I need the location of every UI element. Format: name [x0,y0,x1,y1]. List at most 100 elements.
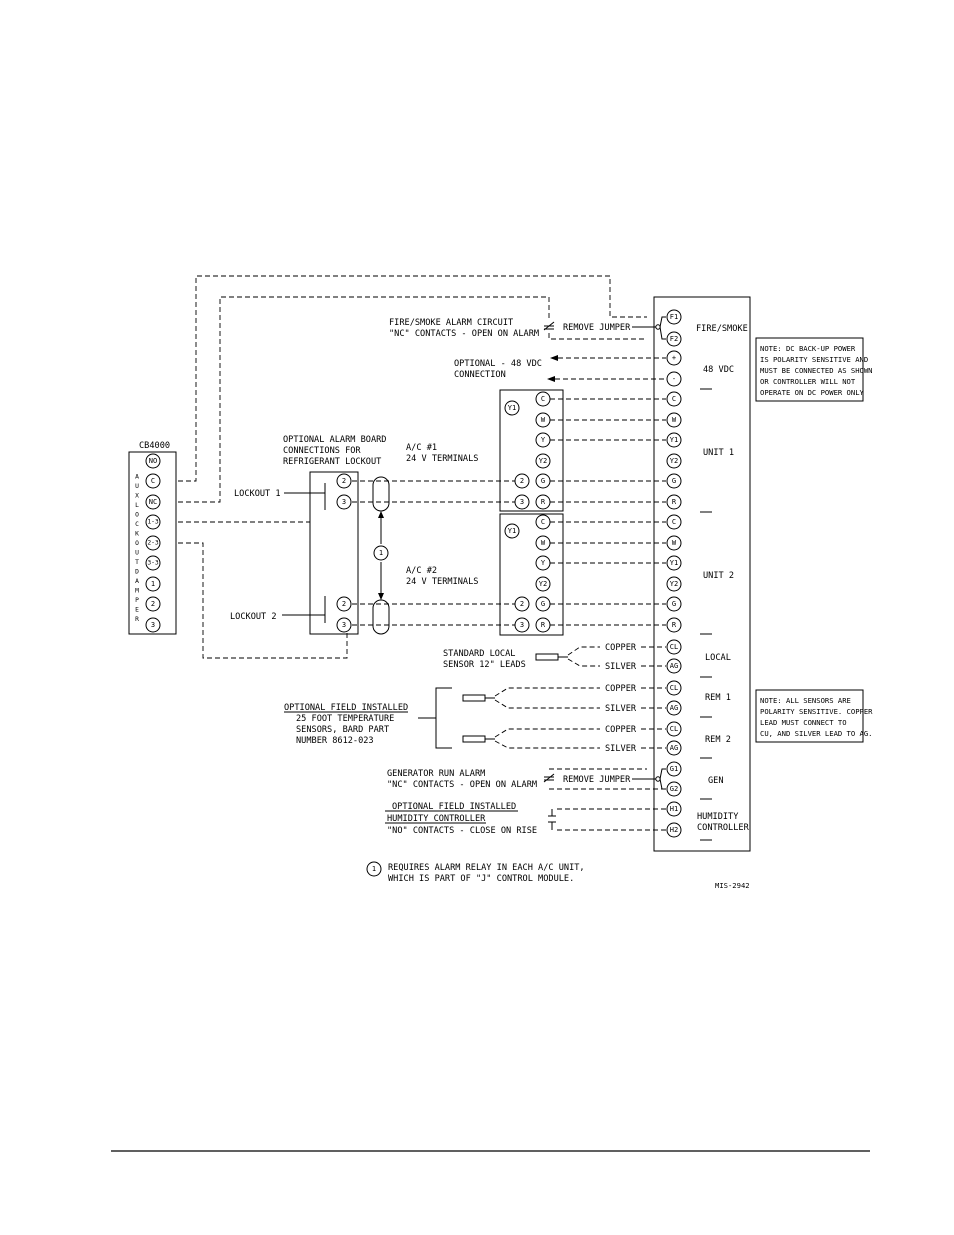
controller-terminal-label: + [672,354,676,362]
controller-terminal-circle [666,309,682,325]
ac1-label-2: 24 V TERMINALS [406,454,478,464]
arrow-48vdc-plus [550,355,558,361]
dc-note-line-5: OPERATE ON DC POWER ONLY [760,388,865,397]
cb4000-terminal-label: NC [149,498,157,506]
ac1-terminal-label: G [541,477,545,485]
controller-terminal-circle [666,391,682,407]
wire-cb-c-to-f1 [178,275,647,482]
ac2-terminal-circle [535,576,551,592]
controller-terminal-label: W [672,416,677,424]
cb4000-terminal-label: 2-3 [147,540,159,547]
cb4000-terminal-label: 1 [151,580,155,588]
ac1-terminal-label: Y [541,436,546,444]
arrow-head [378,511,384,518]
controller-terminal-circle [666,473,682,489]
cable-bundle-oval [372,599,390,635]
section-label-48vdc: 48 VDC [703,365,734,375]
field-sensor-label-2: 25 FOOT TEMPERATURE [296,714,394,724]
alarm-board: OPTIONAL ALARM BOARD CONNECTIONS FOR REF… [230,435,390,635]
wire-rem2-silver [494,740,600,749]
sensor-note-line-4: CU, AND SILVER LEAD TO AG. [760,729,873,738]
sensor-note-line-2: POLARITY SENSITIVE. COPPER [760,707,873,716]
vertical-letter: X [135,493,139,500]
ac2-terminal-label: Y [541,559,546,567]
alarm-board-terminal-circle [336,494,352,510]
controller-terminal-label: AG [670,744,678,752]
dc-note-line-2: IS POLARITY SENSITIVE AND [760,355,868,364]
controller-terminal-label: R [672,621,677,629]
alarm-board-box [309,471,359,635]
rem1-sensor-probe [462,694,486,702]
cb4000-terminal-circle [145,453,161,469]
ac2-left-terminal-circle [514,617,530,633]
copper-label: COPPER [605,684,637,694]
controller-terminal-label: Y1 [670,436,678,444]
wire-cb-nc-to-f2 [548,333,647,340]
ac1-terminal-label: W [541,416,546,424]
ac1-terminal-circle [535,473,551,489]
controller-terminal-label: R [672,498,677,506]
footnote-marker-text: 1 [379,549,383,557]
controller-terminal-label: H2 [670,826,678,834]
footnote-marker-circle [373,545,389,561]
vertical-letter: A [135,578,139,585]
vertical-letter: U [135,550,139,557]
footnote-line-1: REQUIRES ALARM RELAY IN EACH A/C UNIT, [388,863,585,873]
ac1-terminal-label: R [541,498,546,506]
controller-terminal-circle [666,721,682,737]
alarm-board-label-1: OPTIONAL ALARM BOARD [283,435,386,445]
cb4000-terminal-circle [145,473,161,489]
controller-terminal-label: CL [670,684,678,692]
ac1-terminal-circle [535,453,551,469]
vertical-letter: D [135,569,139,576]
controller-terminal-strip: F1F2+-CWY1Y2GRCWY1Y2GRCLAGCLAGCLAGG1G2H1… [666,309,682,838]
silver-label: SILVER [605,704,637,714]
gen-remove-jumper-label: REMOVE JUMPER [563,775,631,785]
controller-terminal-circle [666,801,682,817]
section-label-gen: GEN [708,776,724,786]
humidity-label-3: "NO" CONTACTS - CLOSE ON RISE [387,826,537,836]
controller-terminal-circle [666,514,682,530]
section-label-rem1: REM 1 [705,693,731,703]
dc-note-line-3: MUST BE CONNECTED AS SHOWN [760,366,873,375]
ac2-left-terminal-label: 2 [520,600,524,608]
sensor-note-box [755,689,864,743]
section-label-unit1: UNIT 1 [703,448,734,458]
cb4000-terminal-circle [145,555,161,571]
ac1-label-1: A/C #1 [406,443,437,453]
ac2-terminal-circle [535,514,551,530]
callout-labels: FIRE/SMOKE ALARM CIRCUIT "NC" CONTACTS -… [284,318,542,836]
ac2-corner-terminal-label: Y1 [508,527,516,535]
ac1-terminal-circle [535,391,551,407]
ac1-left-terminal-label: 2 [520,477,524,485]
dc-note-line-4: OR CONTROLLER WILL NOT [760,377,856,386]
ac2-terminal-label: R [541,621,546,629]
controller-terminal-circle [666,680,682,696]
controller-terminal-label: F1 [670,313,678,321]
arrow-head [378,593,384,600]
vertical-letter: M [135,588,139,595]
ac1-terminal-label: C [541,395,545,403]
controller-terminal-circle [666,555,682,571]
vertical-letter: C [135,521,139,528]
controller-terminal-circle [666,761,682,777]
controller-terminal-circle [666,658,682,674]
controller-terminal-circle [666,371,682,387]
controller-panel: FIRE/SMOKE 48 VDC UNIT 1 UNIT 2 LOCAL RE… [653,296,751,852]
controller-terminal-label: Y1 [670,559,678,567]
ac1-terminal-circle [535,432,551,448]
footnote-line-2: WHICH IS PART OF "J" CONTROL MODULE. [388,874,574,884]
controller-terminal-circle [666,350,682,366]
sensor-note-line-1: NOTE: ALL SENSORS ARE [760,696,851,705]
dc-power-note: NOTE: DC BACK-UP POWER IS POLARITY SENSI… [755,337,873,402]
ac1-terminal-label: Y2 [539,457,547,465]
ac2-terminal-label: C [541,518,545,526]
alarm-board-label-3: REFRIGERANT LOCKOUT [283,457,381,467]
controller-terminal-label: G1 [670,765,678,773]
alarm-board-terminal-circle [336,617,352,633]
vertical-letter: U [135,483,139,490]
alarm-board-label-2: CONNECTIONS FOR [283,446,361,456]
